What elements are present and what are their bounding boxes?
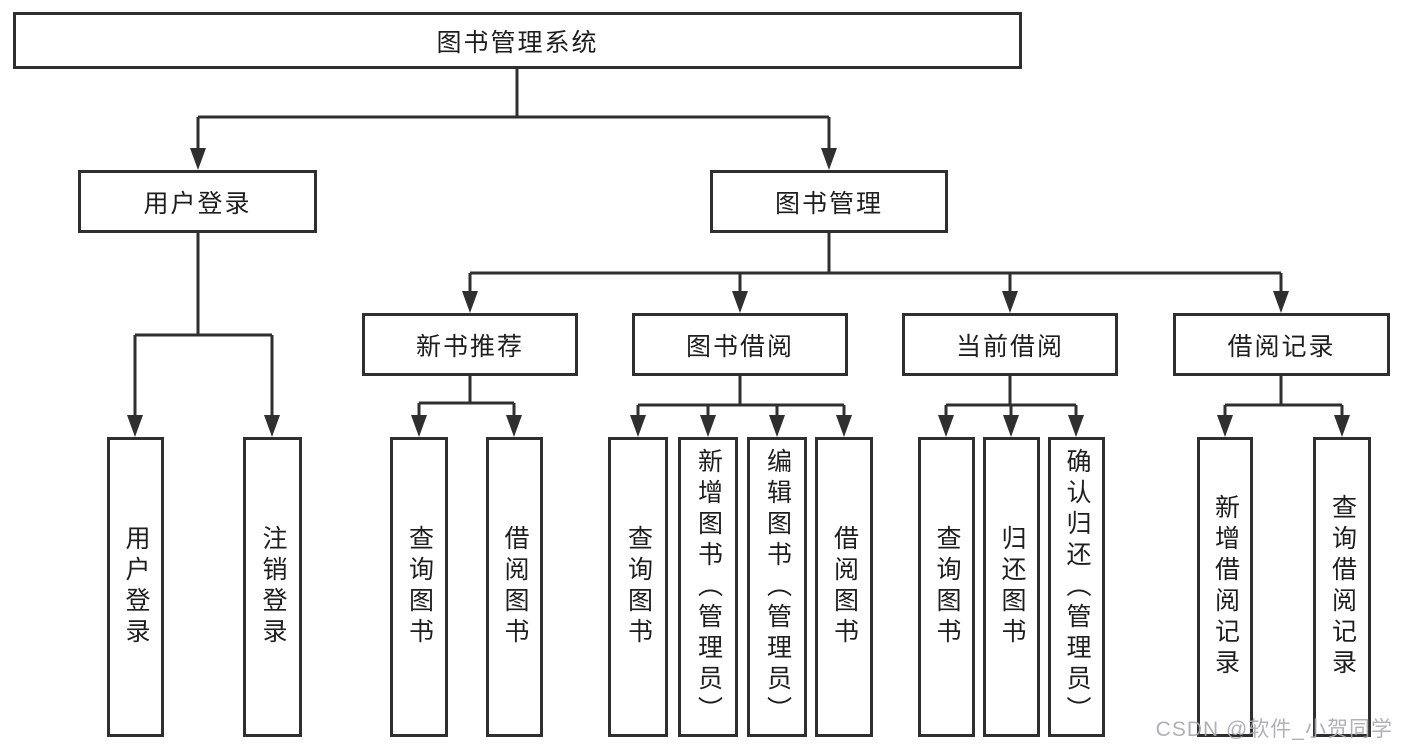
node-current-borrowing: 当前借阅 xyxy=(902,313,1118,376)
leaf-add-borrow-record: 新增借阅记录 xyxy=(1197,437,1253,737)
node-borrowing-records: 借阅记录 xyxy=(1173,313,1390,376)
leaf-query-books-borrow: 查询图书 xyxy=(608,437,668,737)
leaf-query-books-recommend: 查询图书 xyxy=(390,437,448,737)
node-library-management-system: 图书管理系统 xyxy=(13,12,1022,69)
node-new-book-recommend: 新书推荐 xyxy=(362,313,578,376)
leaf-logout: 注销登录 xyxy=(243,437,302,737)
node-user-login: 用户登录 xyxy=(78,170,317,233)
node-book-borrowing: 图书借阅 xyxy=(632,313,848,376)
leaf-borrow-books: 借阅图书 xyxy=(815,437,873,737)
leaf-borrow-books-recommend: 借阅图书 xyxy=(486,437,543,737)
leaf-return-books: 归还图书 xyxy=(983,437,1040,737)
leaf-add-books-admin: 新增图书（管理员） xyxy=(678,437,738,737)
leaf-confirm-return-admin: 确认归还（管理员） xyxy=(1048,437,1105,737)
leaf-edit-books-admin: 编辑图书（管理员） xyxy=(747,437,807,737)
leaf-query-books-current: 查询图书 xyxy=(918,437,975,737)
leaf-user-login: 用户登录 xyxy=(107,437,164,737)
leaf-query-borrow-record: 查询借阅记录 xyxy=(1313,437,1371,737)
node-book-management: 图书管理 xyxy=(710,170,948,233)
csdn-watermark: CSDN @软件_小贺同学 xyxy=(1155,718,1393,741)
